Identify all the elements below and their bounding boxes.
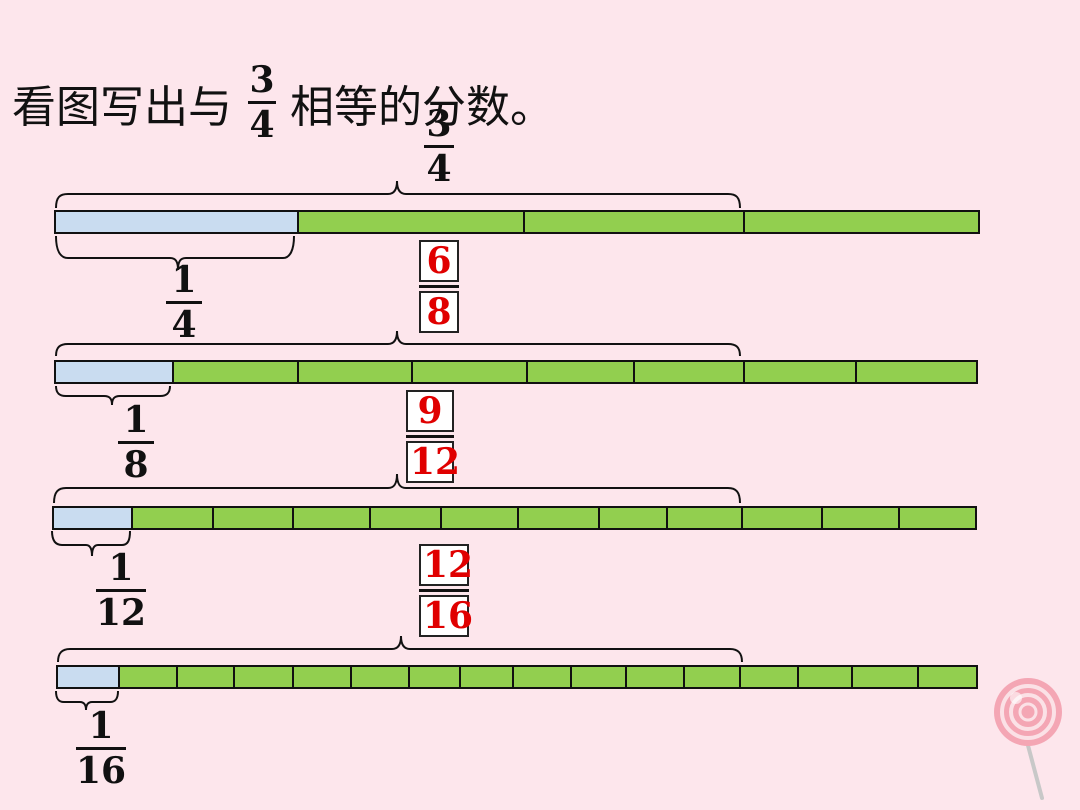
strip-part xyxy=(917,667,976,687)
strip-part xyxy=(297,212,523,232)
unit-fraction-numerator: 1 xyxy=(123,399,149,441)
title-fraction-numerator: 3 xyxy=(249,59,275,101)
fraction-strip-fourths xyxy=(54,210,980,234)
strip-part xyxy=(517,508,598,528)
strip-part xyxy=(172,362,297,382)
strip-part-shaded xyxy=(54,508,131,528)
title-text-after: 相等的分数。 xyxy=(290,81,554,133)
unit-fraction-numerator: 1 xyxy=(108,547,134,589)
unit-fraction-denominator: 12 xyxy=(96,592,147,634)
unit-fraction-denominator: 8 xyxy=(123,444,149,486)
unit-fraction-twelfth: 1 12 xyxy=(96,550,146,631)
strip-part xyxy=(292,667,350,687)
answer-fraction-twelfths: 9 12 xyxy=(406,390,460,483)
answer-numerator-box[interactable]: 6 xyxy=(419,240,459,282)
strip-part xyxy=(233,667,292,687)
answer-numerator-box[interactable]: 12 xyxy=(419,544,473,586)
strip-part xyxy=(851,667,917,687)
answer-fraction-sixteenths: 12 16 xyxy=(419,544,473,637)
unit-fraction-denominator: 4 xyxy=(171,304,197,346)
answer-fraction-eighths: 6 8 xyxy=(419,240,459,333)
strip-part xyxy=(743,212,978,232)
strip-part xyxy=(666,508,741,528)
answer-denominator-box[interactable]: 16 xyxy=(419,595,473,637)
strip-part xyxy=(739,667,797,687)
strip-part xyxy=(898,508,975,528)
strip-part xyxy=(570,667,625,687)
strip-part xyxy=(743,362,855,382)
strip-part xyxy=(598,508,666,528)
title-fraction-bar xyxy=(248,101,276,104)
strip-part-shaded xyxy=(58,667,118,687)
top-fraction-bar xyxy=(424,145,454,148)
top-fraction-numerator: 3 xyxy=(426,103,452,145)
strip-part xyxy=(369,508,440,528)
strip-part xyxy=(855,362,976,382)
answer-fraction-bar xyxy=(419,285,459,288)
brace-three-quarters-2 xyxy=(55,330,741,357)
fraction-strip-eighths xyxy=(54,360,978,384)
top-fraction: 3 4 xyxy=(424,106,454,187)
unit-fraction-bar xyxy=(76,747,127,750)
brace-three-quarters-4 xyxy=(57,635,743,663)
lollipop-icon xyxy=(994,678,1062,800)
strip-part-shaded xyxy=(56,212,297,232)
title-fraction: 3 4 xyxy=(248,62,276,143)
strip-part xyxy=(459,667,512,687)
unit-fraction-quarter: 1 4 xyxy=(166,262,202,343)
answer-fraction-bar xyxy=(406,435,454,438)
unit-fraction-sixteenth: 1 16 xyxy=(76,708,126,789)
strip-part xyxy=(350,667,408,687)
brace-unit-2 xyxy=(55,385,171,406)
strip-part xyxy=(741,508,821,528)
strip-part xyxy=(683,667,739,687)
strip-part xyxy=(176,667,233,687)
strip-part xyxy=(408,667,459,687)
brace-three-quarters-3 xyxy=(53,473,741,504)
unit-fraction-denominator: 16 xyxy=(76,750,127,792)
brace-three-quarters-1 xyxy=(55,180,741,209)
title-text-before: 看图写出与 xyxy=(12,81,232,133)
unit-fraction-numerator: 1 xyxy=(88,705,114,747)
answer-fraction-bar xyxy=(419,589,469,592)
page-title: 看图写出与 3 4 相等的分数。 xyxy=(12,62,554,143)
unit-fraction-bar xyxy=(96,589,147,592)
strip-part xyxy=(212,508,292,528)
strip-part xyxy=(625,667,683,687)
strip-part xyxy=(821,508,898,528)
unit-fraction-bar xyxy=(166,301,202,304)
strip-part xyxy=(118,667,176,687)
fraction-strip-twelfths xyxy=(52,506,977,530)
title-fraction-denominator: 4 xyxy=(249,104,275,146)
strip-part xyxy=(411,362,526,382)
strip-part xyxy=(297,362,411,382)
unit-fraction-bar xyxy=(118,441,154,444)
brace-unit-4 xyxy=(55,690,119,711)
answer-numerator-box[interactable]: 9 xyxy=(406,390,454,432)
answer-denominator-box[interactable]: 12 xyxy=(406,441,460,483)
fraction-strip-sixteenths xyxy=(56,665,978,689)
unit-fraction-eighth: 1 8 xyxy=(118,402,154,483)
strip-part xyxy=(512,667,570,687)
strip-part xyxy=(440,508,517,528)
strip-part-shaded xyxy=(56,362,172,382)
strip-part xyxy=(292,508,369,528)
unit-fraction-numerator: 1 xyxy=(171,259,197,301)
strip-part xyxy=(523,212,743,232)
strip-part xyxy=(797,667,851,687)
brace-unit-1 xyxy=(55,235,295,271)
strip-part xyxy=(526,362,633,382)
strip-part xyxy=(131,508,212,528)
answer-denominator-box[interactable]: 8 xyxy=(419,291,459,333)
brace-unit-3 xyxy=(51,530,131,557)
top-fraction-denominator: 4 xyxy=(426,148,452,190)
strip-part xyxy=(633,362,743,382)
